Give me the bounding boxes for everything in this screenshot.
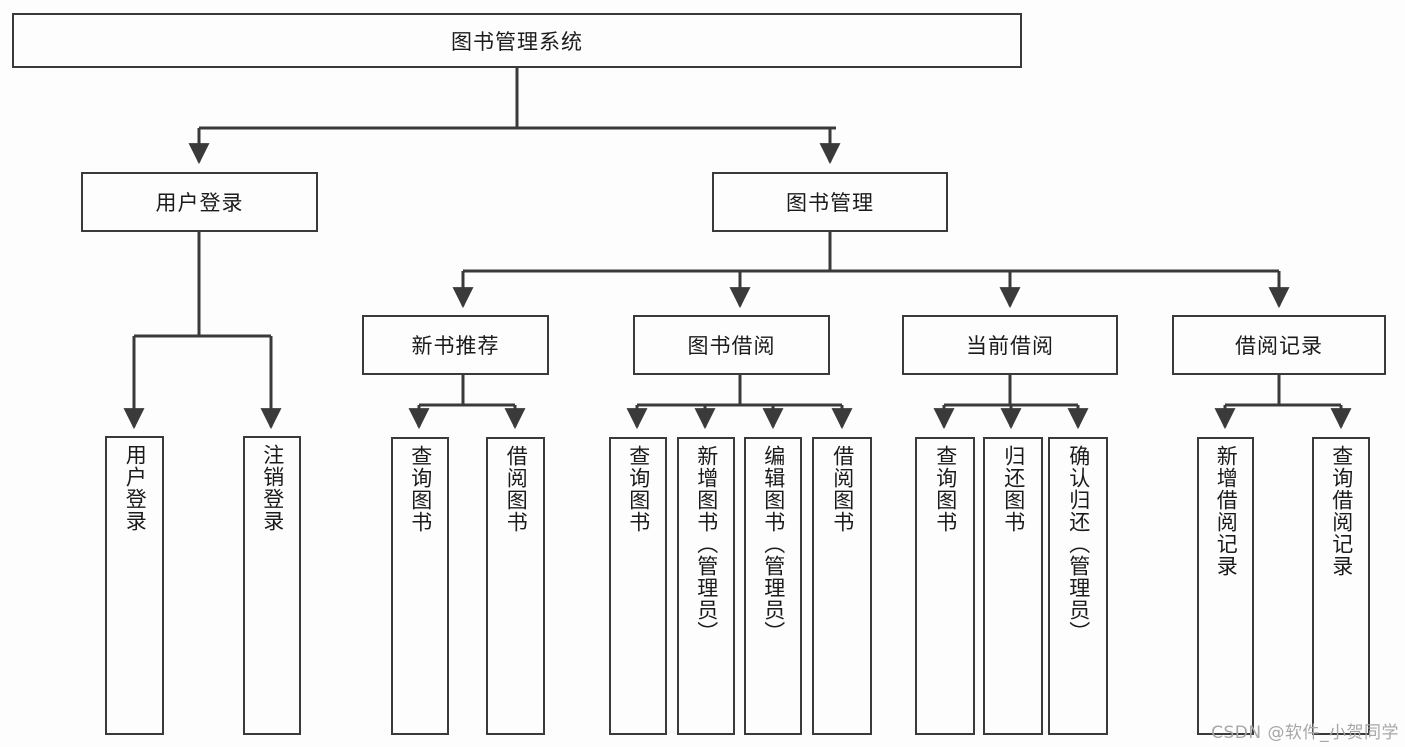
node-leaf-query-book-2[interactable]: 查询图书 (609, 437, 667, 735)
node-leaf-add-record[interactable]: 新增借阅记录 (1197, 437, 1254, 735)
node-leaf-user-login[interactable]: 用户登录 (105, 436, 164, 735)
node-leaf-confirm-return[interactable]: 确认归还（管理员） (1048, 437, 1108, 735)
node-leaf-borrow-book-1[interactable]: 借阅图书 (486, 437, 545, 735)
node-label: 归还图书 (1001, 445, 1026, 533)
node-label: 查询图书 (626, 445, 651, 533)
node-label: 图书借阅 (687, 334, 776, 358)
node-book-borrow[interactable]: 图书借阅 (633, 315, 830, 375)
node-leaf-return-book[interactable]: 归还图书 (983, 437, 1043, 735)
node-label: 借阅记录 (1235, 334, 1323, 358)
node-label: 新书推荐 (411, 334, 500, 358)
node-label: 新增借阅记录 (1214, 445, 1239, 577)
node-label: 当前借阅 (966, 334, 1054, 358)
node-borrow-record[interactable]: 借阅记录 (1172, 315, 1386, 375)
node-label: 查询图书 (933, 445, 958, 533)
node-label: 查询借阅记录 (1329, 445, 1354, 577)
node-label: 用户登录 (155, 191, 244, 215)
node-book-management[interactable]: 图书管理 (712, 172, 948, 232)
csdn-watermark: CSDN @软件_小贺同学 (1211, 723, 1399, 743)
node-label: 确认归还（管理员） (1066, 445, 1091, 643)
node-leaf-query-record[interactable]: 查询借阅记录 (1312, 437, 1370, 735)
node-label: 借阅图书 (830, 445, 855, 533)
node-label: 用户登录 (123, 444, 148, 532)
node-leaf-edit-book[interactable]: 编辑图书（管理员） (744, 437, 802, 735)
node-leaf-query-book-1[interactable]: 查询图书 (391, 437, 449, 735)
node-book-management-system[interactable]: 图书管理系统 (12, 13, 1022, 68)
node-label: 借阅图书 (504, 445, 529, 533)
node-label: 查询图书 (408, 445, 433, 533)
node-label: 编辑图书（管理员） (761, 445, 786, 643)
node-leaf-logout[interactable]: 注销登录 (243, 436, 301, 735)
node-label: 图书管理系统 (451, 29, 583, 54)
node-new-book-recommend[interactable]: 新书推荐 (362, 315, 549, 375)
node-label: 注销登录 (260, 444, 285, 532)
node-label: 新增图书（管理员） (694, 445, 719, 643)
node-current-borrow[interactable]: 当前借阅 (902, 315, 1118, 375)
node-leaf-borrow-book-2[interactable]: 借阅图书 (812, 437, 872, 735)
node-user-login[interactable]: 用户登录 (81, 172, 318, 232)
node-leaf-query-book-3[interactable]: 查询图书 (915, 437, 975, 735)
node-leaf-add-book[interactable]: 新增图书（管理员） (677, 437, 735, 735)
node-label: 图书管理 (786, 191, 874, 215)
